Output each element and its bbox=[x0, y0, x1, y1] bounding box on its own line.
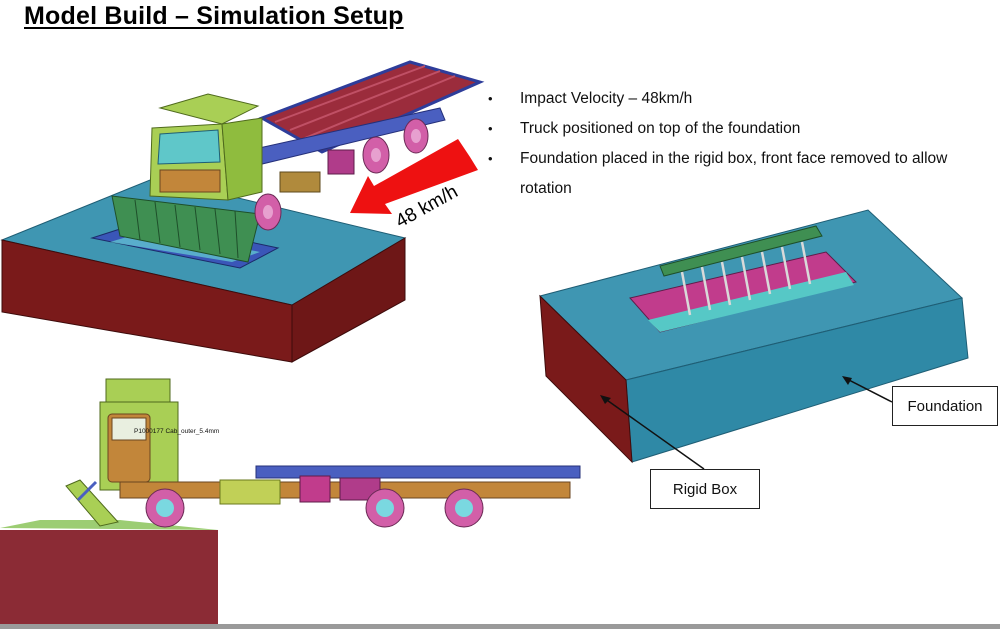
side-rigid-box bbox=[0, 530, 218, 629]
foundation-leader-line bbox=[844, 377, 893, 403]
barrier-ribs bbox=[134, 199, 239, 259]
foundation-callout: Foundation bbox=[892, 386, 998, 426]
foundation-leader-arrowhead bbox=[842, 376, 852, 385]
rigid-box-leader-arrowhead bbox=[600, 395, 611, 404]
foundation-block-side bbox=[291, 237, 406, 363]
flatbed-slats bbox=[274, 65, 456, 139]
side-wheels bbox=[145, 488, 484, 528]
bullet-impact-velocity: Impact Velocity – 48km/h bbox=[482, 84, 992, 114]
bullet-list: Impact Velocity – 48km/h Truck positione… bbox=[482, 84, 992, 204]
rigid-box-callout: Rigid Box bbox=[650, 469, 760, 509]
cab-part-label: P1000177 Cab_outer_5.4mm bbox=[134, 428, 219, 435]
top-left-truck-scene: 48 km/h bbox=[0, 60, 485, 363]
bullet-foundation-placement: Foundation placed in the rigid box, fron… bbox=[482, 144, 992, 204]
truck-box bbox=[279, 171, 321, 193]
side-tank-mid bbox=[299, 475, 331, 503]
side-barrier-arm bbox=[65, 479, 119, 527]
side-foundation-top bbox=[0, 520, 218, 530]
foundation-scene bbox=[539, 209, 969, 470]
truck-tank bbox=[327, 149, 355, 175]
side-flatbed bbox=[255, 465, 581, 479]
side-tank-right bbox=[339, 477, 381, 501]
truck-grille bbox=[159, 169, 221, 193]
side-view-scene: P1000177 Cab_outer_5.4mm bbox=[0, 378, 581, 629]
truck-cab-roof bbox=[158, 93, 260, 125]
rigid-box-face bbox=[539, 294, 633, 464]
barrier-beam bbox=[659, 225, 823, 277]
truck-wheels bbox=[254, 118, 429, 231]
side-tank-left bbox=[219, 479, 281, 505]
velocity-arrow bbox=[350, 139, 478, 214]
side-barrier-strut bbox=[76, 480, 98, 502]
slide-title: Model Build – Simulation Setup bbox=[24, 2, 404, 30]
slide-bottom-bar bbox=[0, 624, 1000, 629]
barrier-post bbox=[111, 195, 261, 263]
bullet-truck-position: Truck positioned on top of the foundatio… bbox=[482, 114, 992, 144]
side-cab-window bbox=[111, 417, 147, 441]
rigid-box-leader-line bbox=[603, 397, 705, 470]
barrier-bollards bbox=[680, 241, 812, 316]
truck-cab-side bbox=[221, 117, 263, 201]
foundation-mount-base bbox=[648, 272, 854, 332]
truck-windshield bbox=[157, 129, 221, 165]
